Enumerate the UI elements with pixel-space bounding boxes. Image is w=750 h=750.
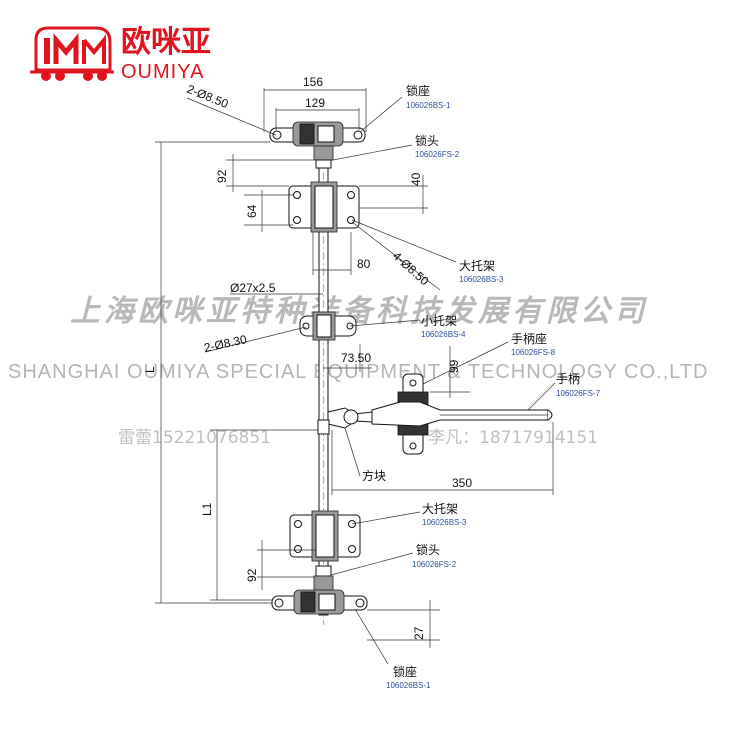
dim-hole-mid: 4-Ø8.50 [390, 249, 432, 289]
top-lock-head [313, 145, 334, 169]
label-lock-seat-bottom: 锁座 [393, 664, 417, 679]
dim-92-bottom: 92 [245, 568, 259, 582]
label-lock-head-top: 锁头 [415, 133, 439, 148]
label-lock-head-bottom: 锁头 [416, 542, 440, 557]
top-large-bracket [288, 181, 360, 233]
truck-logo-icon [30, 26, 114, 81]
dim-73-50: 73.50 [341, 351, 371, 365]
dim-total-L: L [143, 366, 157, 373]
bottom-lock-head [313, 565, 334, 591]
dim-L1: L1 [200, 502, 214, 516]
watermark-phone-left: 雷蕾15221076851 [118, 428, 271, 448]
label-handle-seat: 手柄座 [511, 331, 547, 346]
label-small-bracket: 小托架 [421, 314, 457, 328]
code-large-bracket-top: 106026BS-3 [459, 275, 504, 284]
bottom-lock-seat [271, 589, 368, 615]
label-large-bracket-top: 大托架 [459, 259, 495, 273]
handle-assembly [327, 373, 553, 455]
part-callouts: 锁座 106026BS-1 锁头 106026FS-2 大托架 106026BS… [330, 83, 601, 690]
code-lock-head-bottom: 106026FS-2 [412, 560, 457, 569]
logo-chinese-name: 欧咪亚 [121, 25, 211, 60]
code-handle: 106026FS-7 [556, 389, 601, 398]
dim-156: 156 [303, 75, 323, 89]
watermark-company-cn: 上海欧咪亚特种装备科技发展有限公司 [70, 294, 648, 329]
label-large-bracket-bottom: 大托架 [422, 502, 458, 516]
dim-350: 350 [452, 476, 472, 490]
code-handle-seat: 106026FS-8 [511, 348, 556, 357]
dim-99: 99 [447, 359, 461, 373]
bottom-large-bracket [289, 510, 361, 562]
code-lock-seat-bottom: 106026BS-1 [386, 681, 431, 690]
logo-english-name: OUMIYA [121, 61, 204, 83]
code-lock-head-top: 106026FS-2 [415, 150, 460, 159]
dim-27: 27 [412, 626, 426, 640]
label-lock-seat-top: 锁座 [406, 83, 430, 98]
dim-80: 80 [357, 257, 371, 271]
company-logo: 欧咪亚 OUMIYA [30, 25, 211, 83]
watermark-company-en: SHANGHAI OUMIYA SPECIAL EQUIPMENT & TECH… [8, 361, 708, 383]
code-large-bracket-bottom: 106026BS-3 [422, 518, 467, 527]
dim-hole-small: 2-Ø8.30 [203, 332, 249, 355]
dim-129: 129 [305, 96, 325, 110]
dim-64: 64 [245, 204, 259, 218]
dim-tube: Ø27x2.5 [230, 281, 276, 295]
square-block [317, 419, 330, 435]
dim-92-top: 92 [215, 169, 229, 183]
label-handle: 手柄 [556, 372, 580, 386]
dim-40: 40 [409, 172, 423, 186]
small-bracket [299, 311, 357, 341]
code-small-bracket: 106026BS-4 [421, 330, 466, 339]
watermark-phone-right: 李凡：18717914151 [428, 428, 598, 448]
code-lock-seat-top: 106026BS-1 [406, 101, 451, 110]
dimension-labels: 156 129 2-Ø8.50 92 40 64 80 4-Ø8.50 Ø27x… [143, 75, 472, 640]
label-square-block: 方块 [362, 468, 386, 483]
top-lock-seat [269, 121, 366, 147]
dimension-lines [155, 88, 554, 648]
